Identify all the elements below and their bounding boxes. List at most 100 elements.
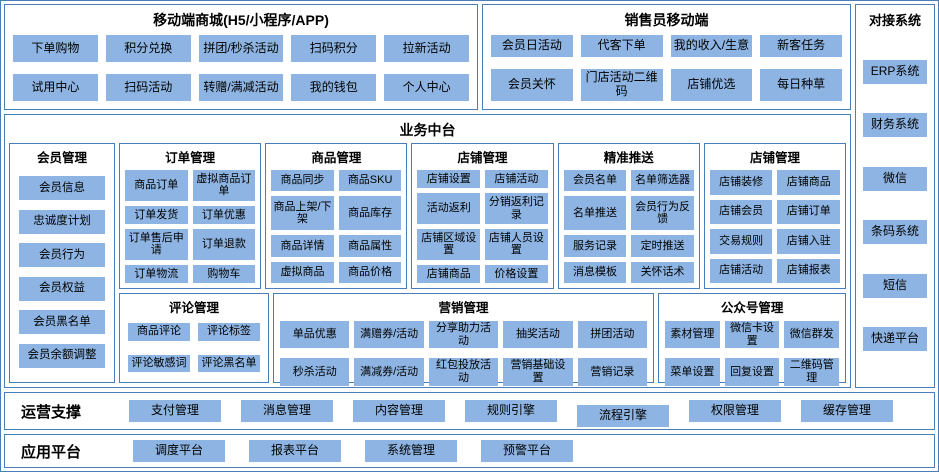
diagram-node: 营销基础设置 — [503, 358, 573, 386]
diagram-node: 快递平台 — [863, 327, 927, 352]
diagram-node: 定时推送 — [631, 235, 694, 257]
diagram-node: 商品订单 — [125, 170, 188, 201]
diagram-node: 满赠券/活动 — [354, 321, 424, 349]
section-title-salesman: 销售员移动端 — [624, 12, 709, 28]
diagram-node: 营销记录 — [577, 358, 648, 386]
diagram-node: 购物车 — [192, 264, 256, 283]
section-title-application: 应用平台 — [21, 443, 82, 461]
diagram-node: 虚拟商品订单 — [192, 170, 256, 201]
mobile-mall-grid: 下单购物 积分兑换 拼团/秒杀活动 扫码积分 拉新活动 试用中心 扫码活动 转赠… — [5, 31, 477, 109]
diagram-node: 评论敏感词 — [128, 354, 190, 372]
business-bottom-row: 评论管理 商品评论 评论标签 评论敏感词 评论黑名单 营销管理 — [119, 293, 847, 386]
diagram-node: 会员名单 — [563, 170, 627, 192]
diagram-node: 报表平台 — [249, 440, 341, 462]
diagram-node: 店铺报表 — [777, 258, 841, 283]
order-grid: 商品订单 虚拟商品订单 订单发货 订单优惠 订单售后申请 订单退款 订单物流 购… — [120, 167, 260, 288]
business-right: 订单管理 商品订单 虚拟商品订单 订单发货 订单优惠 订单售后申请 订单退款 订… — [119, 143, 847, 386]
diagram-node: 内容管理 — [353, 400, 445, 422]
integration-stack: ERP系统 财务系统 微信 条码系统 短信 快递平台 — [856, 30, 934, 387]
subsection-title: 营销管理 — [438, 301, 489, 315]
diagram-node: 权限管理 — [689, 400, 781, 422]
diagram-node: 店铺人员设置 — [485, 228, 548, 260]
diagram-node: 评论标签 — [198, 323, 260, 341]
diagram-node: 下单购物 — [13, 35, 98, 62]
diagram-node: 商品上架/下架 — [271, 196, 334, 231]
diagram-node: 会员日活动 — [491, 35, 573, 58]
business-top-row: 订单管理 商品订单 虚拟商品订单 订单发货 订单优惠 订单售后申请 订单退款 订… — [119, 143, 847, 289]
diagram-node: 分销返利记录 — [485, 193, 548, 224]
diagram-node: 店铺订单 — [777, 199, 841, 224]
diagram-node: 缓存管理 — [801, 400, 893, 422]
diagram-node: 店铺区域设置 — [417, 228, 481, 260]
diagram-node: 交易规则 — [709, 229, 773, 254]
section-operation-support: 运营支撑 支付管理 消息管理 内容管理 规则引擎 流程引擎 权限管理 缓存管理 — [4, 392, 935, 430]
diagram-node: 微信 — [863, 166, 927, 191]
diagram-node: 虚拟商品 — [271, 261, 334, 283]
diagram-node: 秒杀活动 — [280, 358, 350, 386]
diagram-node: 评论黑名单 — [198, 354, 260, 372]
diagram-node: 店铺设置 — [417, 170, 481, 189]
diagram-node: 店铺活动 — [485, 170, 548, 189]
diagram-node: 流程引擎 — [577, 405, 669, 427]
subsection-title: 商品管理 — [311, 151, 362, 165]
diagram-node: 拼团/秒杀活动 — [198, 35, 284, 62]
member-stack: 会员信息 忠诚度计划 会员行为 会员权益 会员黑名单 会员余额调整 — [10, 167, 114, 382]
diagram-node: 财务系统 — [863, 113, 927, 138]
diagram-node: 条码系统 — [863, 220, 927, 245]
diagram-node: 会员行为反馈 — [631, 196, 694, 231]
diagram-node: 商品详情 — [271, 235, 334, 257]
shop-grid: 店铺装修 店铺商品 店铺会员 店铺订单 交易规则 店铺入驻 店铺活动 店铺报表 — [705, 167, 845, 288]
diagram-node: 预警平台 — [481, 440, 573, 462]
diagram-node: 试用中心 — [13, 74, 98, 101]
diagram-node: 订单优惠 — [192, 205, 256, 224]
diagram-node: 单品优惠 — [280, 321, 350, 349]
section-application-platform: 应用平台 调度平台 报表平台 系统管理 预警平台 — [4, 434, 935, 468]
section-title-business: 业务中台 — [399, 122, 456, 138]
subsection-precise-push: 精准推送 会员名单 名单筛选器 名单推送 会员行为反馈 服务记录 定时推送 消息… — [557, 143, 700, 289]
diagram-node: 订单发货 — [125, 205, 188, 224]
diagram-node: 店铺商品 — [417, 264, 481, 283]
diagram-node: 价格设置 — [485, 264, 548, 283]
diagram-node: 订单物流 — [125, 264, 188, 283]
diagram-node: 会员黑名单 — [19, 310, 105, 335]
diagram-node: 活动返利 — [417, 193, 481, 224]
diagram-node: 订单售后申请 — [125, 228, 188, 260]
section-title-integration: 对接系统 — [869, 13, 922, 28]
diagram-node: 转赠/满减活动 — [198, 74, 284, 101]
diagram-node: 名单筛选器 — [631, 170, 694, 192]
comment-grid: 商品评论 评论标签 评论敏感词 评论黑名单 — [120, 317, 268, 382]
section-title-mobile-mall: 移动端商城(H5/小程序/APP) — [153, 12, 329, 28]
diagram-node: 支付管理 — [129, 400, 221, 422]
subsection-title: 店铺管理 — [749, 151, 800, 165]
section-mobile-mall: 移动端商城(H5/小程序/APP) 下单购物 积分兑换 拼团/秒杀活动 扫码积分… — [4, 4, 478, 110]
product-grid: 商品同步 商品SKU 商品上架/下架 商品库存 商品详情 商品属性 虚拟商品 商… — [266, 167, 406, 288]
subsection-shop-mgmt: 店铺管理 店铺装修 店铺商品 店铺会员 店铺订单 交易规则 店铺入驻 店铺活动 — [703, 143, 847, 289]
subsection-title: 店铺管理 — [457, 151, 508, 165]
subsection-store-mgmt: 店铺管理 店铺设置 店铺活动 活动返利 分销返利记录 店铺区域设置 店铺人员设置… — [411, 143, 554, 289]
section-salesman: 销售员移动端 会员日活动 代客下单 我的收入/生意 新客任务 会员关怀 门店活动… — [482, 4, 852, 110]
diagram-node: 分享助力活动 — [428, 321, 499, 349]
diagram-node: 扫码活动 — [105, 74, 191, 101]
diagram-node: 店铺装修 — [709, 170, 773, 195]
marketing-grid: 单品优惠 满赠券/活动 分享助力活动 抽奖活动 拼团活动 秒杀活动 满减券/活动… — [274, 317, 653, 394]
diagram-node: 门店活动二维码 — [580, 69, 663, 101]
diagram-node: 商品属性 — [338, 235, 402, 257]
diagram-node: 调度平台 — [133, 440, 225, 462]
subsection-order-mgmt: 订单管理 商品订单 虚拟商品订单 订单发货 订单优惠 订单售后申请 订单退款 订… — [119, 143, 262, 289]
diagram-node: 会员余额调整 — [19, 343, 105, 368]
top-row: 移动端商城(H5/小程序/APP) 下单购物 积分兑换 拼团/秒杀活动 扫码积分… — [4, 4, 852, 110]
main-area: 移动端商城(H5/小程序/APP) 下单购物 积分兑换 拼团/秒杀活动 扫码积分… — [4, 4, 935, 388]
diagram-node: 商品库存 — [338, 196, 402, 231]
section-integration-systems: 对接系统 ERP系统 财务系统 微信 条码系统 短信 快递平台 — [855, 4, 935, 388]
diagram-node: 名单推送 — [563, 196, 627, 231]
push-grid: 会员名单 名单筛选器 名单推送 会员行为反馈 服务记录 定时推送 消息模板 关怀… — [559, 167, 699, 288]
subsection-title: 评论管理 — [168, 301, 219, 315]
diagram-node: 店铺会员 — [709, 199, 773, 224]
diagram-node: 回复设置 — [724, 358, 780, 386]
subsection-marketing-mgmt: 营销管理 单品优惠 满赠券/活动 分享助力活动 抽奖活动 拼团活动 秒杀活动 满… — [273, 293, 655, 386]
diagram-node: 商品同步 — [271, 170, 334, 192]
diagram-node: 商品SKU — [338, 170, 402, 192]
diagram-node: 店铺优选 — [670, 69, 753, 101]
diagram-node: 新客任务 — [760, 35, 843, 58]
